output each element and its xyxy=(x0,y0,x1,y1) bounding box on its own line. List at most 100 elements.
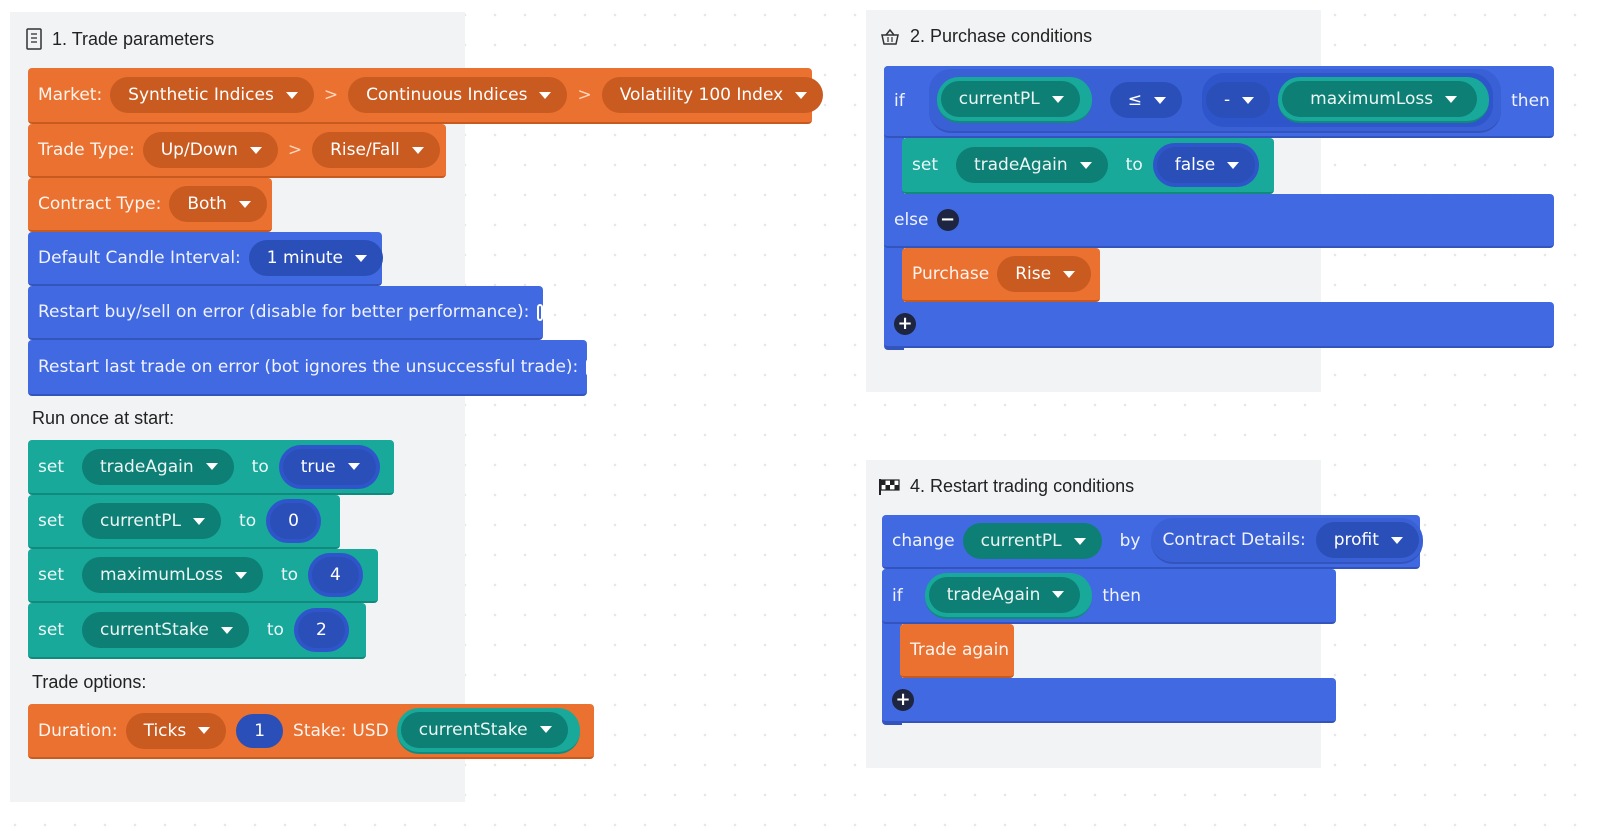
chevron-down-icon xyxy=(193,517,206,525)
separator-arrow: > xyxy=(323,85,339,105)
left-variable-dropdown[interactable]: currentPL xyxy=(940,81,1080,117)
chevron-down-icon xyxy=(354,254,367,262)
trade-type-value: Rise/Fall xyxy=(330,140,400,160)
candle-interval-value: 1 minute xyxy=(266,248,343,268)
variable-dropdown-current-stake[interactable]: currentStake xyxy=(81,612,249,648)
trade-options-block[interactable]: Duration: Ticks 1 Stake: USD currentStak… xyxy=(28,704,594,759)
contract-details-value: profit xyxy=(1333,530,1379,550)
restart-buy-sell-block[interactable]: Restart buy/sell on error (disable for b… xyxy=(28,286,543,340)
purchase-conditions-title: 2. Purchase conditions xyxy=(880,26,1092,47)
if-trade-again-footer[interactable]: + xyxy=(882,678,1336,723)
chevron-down-icon xyxy=(347,463,360,470)
boolean-value: false xyxy=(1174,155,1216,175)
boolean-ring: false xyxy=(1152,143,1260,187)
boolean-dropdown-false[interactable]: false xyxy=(1156,147,1256,183)
restart-buy-sell-checkbox[interactable] xyxy=(537,303,543,321)
restart-conditions-title: 4. Restart trading conditions xyxy=(878,476,1134,497)
trade-type-block[interactable]: Trade Type: Up/Down > Rise/Fall xyxy=(28,124,446,178)
else-label: else xyxy=(894,210,929,230)
variable-dropdown-maximum-loss[interactable]: maximumLoss xyxy=(81,557,263,593)
minus-icon[interactable]: − xyxy=(936,209,959,231)
if-trade-again-header[interactable]: if tradeAgain then xyxy=(882,569,1336,624)
variable-name: currentPL xyxy=(99,511,182,531)
separator-arrow: > xyxy=(577,85,592,105)
candle-interval-label: Default Candle Interval: xyxy=(38,248,241,268)
market-dropdown[interactable]: Synthetic Indices xyxy=(110,77,314,113)
number-input-maximum-loss[interactable]: 4 xyxy=(312,557,359,593)
if-footer[interactable]: + xyxy=(884,302,1554,348)
trade-category-value: Up/Down xyxy=(160,140,238,160)
submarket-dropdown[interactable]: Continuous Indices xyxy=(348,77,568,113)
set-current-pl-block[interactable]: set currentPL to 0 xyxy=(28,495,340,549)
basket-icon xyxy=(880,28,900,46)
candle-interval-block[interactable]: Default Candle Interval: 1 minute xyxy=(28,232,383,286)
operator-value: ≤ xyxy=(1127,90,1143,110)
stake-variable-dropdown[interactable]: currentStake xyxy=(400,711,568,748)
right-variable-dropdown[interactable]: maximumLoss xyxy=(1282,81,1478,117)
trade-type-dropdown[interactable]: Rise/Fall xyxy=(312,132,440,168)
market-block[interactable]: Market: Synthetic Indices > Continuous I… xyxy=(28,68,824,124)
number-input-current-pl[interactable]: 0 xyxy=(270,503,317,539)
duration-label: Duration: xyxy=(38,720,118,741)
duration-value-input[interactable]: 1 xyxy=(236,713,284,748)
change-current-pl-block[interactable]: change currentPL by Contract Details: pr… xyxy=(882,515,1423,569)
plus-icon[interactable]: + xyxy=(892,688,914,711)
set-trade-again-block[interactable]: set tradeAgain to true xyxy=(28,440,394,495)
chevron-down-icon xyxy=(1242,96,1255,104)
trade-again-block[interactable]: Trade again xyxy=(900,624,1014,678)
duration-unit-dropdown[interactable]: Ticks xyxy=(125,712,227,749)
contract-type-dropdown[interactable]: Both xyxy=(169,186,267,222)
purchase-block[interactable]: Purchase Rise xyxy=(902,248,1100,302)
candle-interval-dropdown[interactable]: 1 minute xyxy=(248,240,383,276)
set-trade-again-false-block[interactable]: set tradeAgain to false xyxy=(902,138,1274,194)
if-var-ring: tradeAgain xyxy=(924,572,1093,619)
contract-type-block[interactable]: Contract Type: Both xyxy=(28,178,272,232)
change-variable-dropdown[interactable]: currentPL xyxy=(962,523,1102,559)
set-label: set xyxy=(38,456,64,477)
boolean-ring: true xyxy=(278,444,380,489)
trade-category-dropdown[interactable]: Up/Down xyxy=(142,132,278,168)
chevron-down-icon xyxy=(1227,161,1240,169)
stake-variable-value: currentStake xyxy=(418,719,528,740)
boolean-value: true xyxy=(300,456,336,477)
variable-dropdown-trade-again[interactable]: tradeAgain xyxy=(81,448,234,485)
set-maximum-loss-block[interactable]: set maximumLoss to 4 xyxy=(28,549,378,603)
right-var-ring: maximumLoss xyxy=(1278,77,1490,123)
purchase-label: Purchase xyxy=(912,264,990,284)
negate-dropdown[interactable]: - xyxy=(1206,82,1271,118)
set-current-stake-block[interactable]: set currentStake to 2 xyxy=(28,603,366,659)
plus-icon[interactable]: + xyxy=(894,313,916,335)
restart-last-trade-block[interactable]: Restart last trade on error (bot ignores… xyxy=(28,340,603,396)
document-icon xyxy=(26,28,42,50)
boolean-dropdown-true[interactable]: true xyxy=(282,448,376,485)
if-label: if xyxy=(892,585,903,606)
chevron-down-icon xyxy=(220,626,233,634)
set-label: set xyxy=(38,620,64,640)
submarket-dropdown-value: Continuous Indices xyxy=(366,85,528,105)
if-label: if xyxy=(894,91,905,111)
set-variable-dropdown[interactable]: tradeAgain xyxy=(955,147,1108,183)
symbol-dropdown[interactable]: Volatility 100 Index xyxy=(601,77,824,113)
number-ring: 0 xyxy=(266,499,321,543)
operator-dropdown[interactable]: ≤ xyxy=(1109,82,1183,118)
chevron-down-icon xyxy=(1051,95,1064,103)
restart-last-trade-checkbox[interactable]: ✓ xyxy=(586,358,603,376)
number-input-current-stake[interactable]: 2 xyxy=(297,612,345,648)
compare-ring: currentPL ≤ - maximumLoss xyxy=(928,69,1502,133)
variable-dropdown-current-pl[interactable]: currentPL xyxy=(81,503,222,539)
market-label: Market: xyxy=(38,85,103,105)
by-label: by xyxy=(1119,531,1141,551)
chevron-down-icon xyxy=(234,571,247,579)
chevron-down-icon xyxy=(1073,537,1086,545)
change-variable-value: currentPL xyxy=(980,531,1062,551)
chevron-down-icon xyxy=(1154,96,1167,104)
purchase-dropdown[interactable]: Rise xyxy=(997,256,1092,292)
chevron-down-icon xyxy=(249,146,262,154)
number-ring: 4 xyxy=(308,553,363,597)
contract-details-dropdown[interactable]: profit xyxy=(1315,522,1419,558)
else-row[interactable]: else − xyxy=(884,194,1554,248)
set-variable-value: tradeAgain xyxy=(973,155,1068,175)
if-header[interactable]: if currentPL ≤ - maximumLoss then xyxy=(884,66,1554,138)
variable-name: currentStake xyxy=(99,620,209,640)
if-variable-dropdown[interactable]: tradeAgain xyxy=(928,576,1081,613)
